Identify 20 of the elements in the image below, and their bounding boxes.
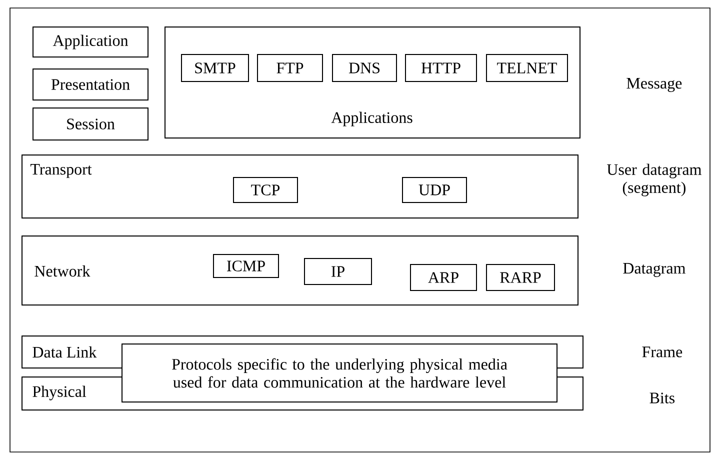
protocol-box: FTP bbox=[257, 54, 323, 82]
layer-label: Bits bbox=[650, 392, 675, 404]
note-box: Protocols specific to the underlying physical media used for data communication at the hardware level bbox=[122, 344, 558, 402]
layer-label: Datagram bbox=[623, 263, 686, 277]
protocol-box: DNS bbox=[332, 54, 397, 82]
layer-label: Frame bbox=[642, 346, 682, 358]
protocol-box: HTTP bbox=[405, 54, 477, 82]
protocol-box: UDP bbox=[402, 177, 467, 203]
protocol-box: ARP bbox=[410, 264, 477, 291]
layer-box: Session bbox=[32, 108, 148, 140]
protocol-box: RARP bbox=[486, 264, 555, 291]
protocol-box: TCP bbox=[233, 177, 298, 203]
protocol-box: TELNET bbox=[486, 54, 568, 82]
layer-box: Application bbox=[32, 26, 148, 58]
layer-label: Message bbox=[626, 78, 682, 92]
protocol-box: ICMP bbox=[213, 254, 279, 278]
protocol-box: IP bbox=[304, 258, 372, 285]
layer-box: Presentation bbox=[32, 68, 148, 100]
protocol-box: SMTP bbox=[181, 54, 249, 82]
layer-label: User datagram (segment) bbox=[607, 164, 702, 196]
